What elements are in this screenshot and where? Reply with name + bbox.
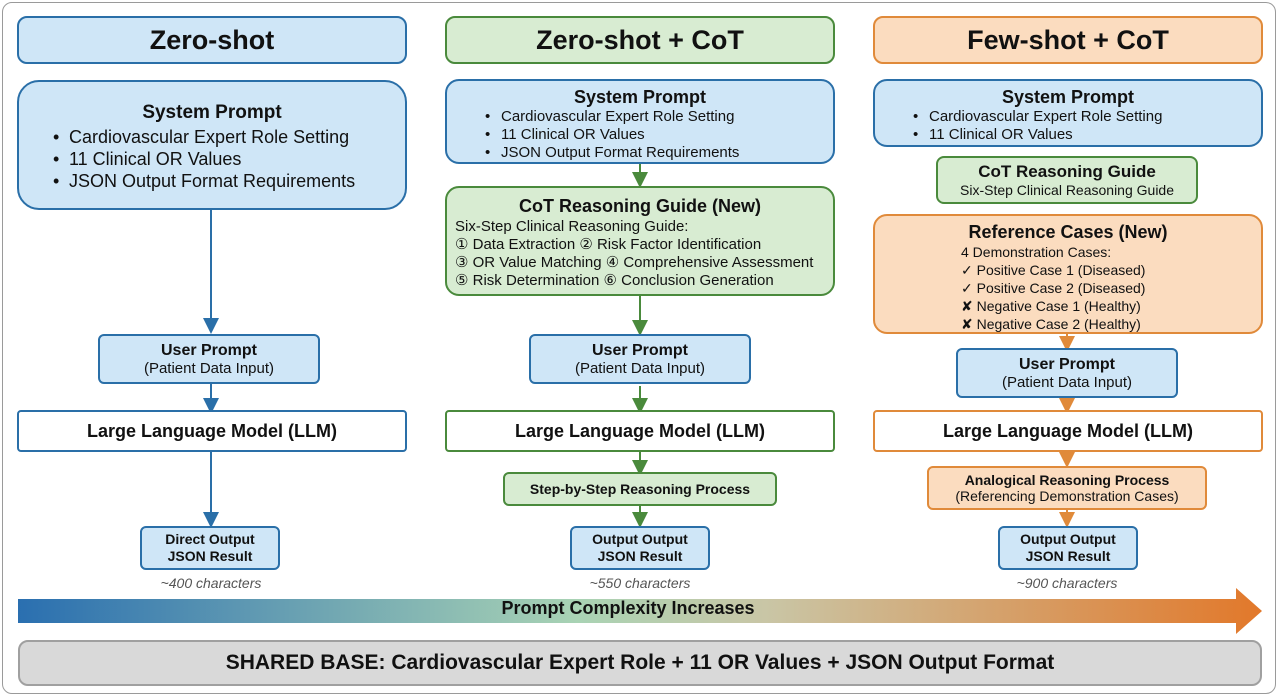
cot-guide-title: CoT Reasoning Guide [978,162,1156,181]
user-prompt-title: User Prompt [160,341,258,359]
output-line1: Output Output [1020,531,1116,547]
reference-cases-title: Reference Cases (New) [968,222,1168,242]
user-prompt-sub: (Patient Data Input) [143,359,275,377]
cot-guide-sub: Six-Step Clinical Reasoning Guide [960,182,1174,198]
output-few: Output Output JSON Result [998,526,1138,570]
output-line2: JSON Result [1025,548,1111,564]
system-prompt-title: System Prompt [573,87,707,107]
user-prompt-title: User Prompt [1018,355,1116,373]
chars-zero: ~400 characters [160,575,262,591]
reference-case: ✓ Positive Case 2 (Diseased) [961,280,1146,296]
header-zero-shot-cot: Zero-shot + CoT [445,16,835,64]
llm-few: Large Language Model (LLM) [873,410,1263,452]
system-prompt-cot: System Prompt Cardiovascular Expert Role… [445,79,835,164]
system-item: Cardiovascular Expert Role Setting [481,108,833,126]
system-item: Cardiovascular Expert Role Setting [909,108,1261,126]
user-prompt-few: User Prompt (Patient Data Input) [956,348,1178,398]
system-item: JSON Output Format Requirements [49,170,405,192]
analogical-title: Analogical Reasoning Process [964,472,1170,488]
cot-guide-cot: CoT Reasoning Guide (New) Six-Step Clini… [445,186,835,296]
system-prompt-zero: System Prompt Cardiovascular Expert Role… [17,80,407,210]
reference-case: ✘ Negative Case 2 (Healthy) [961,316,1141,332]
system-item: 11 Clinical OR Values [49,148,405,170]
user-prompt-cot: User Prompt (Patient Data Input) [529,334,751,384]
user-prompt-title: User Prompt [591,341,689,359]
chars-few: ~900 characters [1016,575,1118,591]
system-item: 11 Clinical OR Values [481,126,833,144]
cot-guide-line: ① Data Extraction ② Risk Factor Identifi… [455,236,762,253]
system-item: JSON Output Format Requirements [481,144,833,162]
output-line1: Direct Output [165,531,255,547]
cot-guide-intro: Six-Step Clinical Reasoning Guide: [455,218,689,235]
analogical-process: Analogical Reasoning Process (Referencin… [927,466,1207,510]
output-line2: JSON Result [167,548,253,564]
user-prompt-sub: (Patient Data Input) [1001,373,1133,391]
system-item: Cardiovascular Expert Role Setting [49,126,405,148]
reference-case: ✓ Positive Case 1 (Diseased) [961,262,1146,278]
header-zero-shot: Zero-shot [17,16,407,64]
output-line1: Output Output [592,531,688,547]
output-line2: JSON Result [597,548,683,564]
analogical-sub: (Referencing Demonstration Cases) [955,488,1179,504]
reference-case: ✘ Negative Case 1 (Healthy) [961,298,1141,314]
header-few-shot-cot: Few-shot + CoT [873,16,1263,64]
complexity-arrow [18,588,1262,634]
system-prompt-title: System Prompt [1001,87,1135,107]
system-prompt-title: System Prompt [142,102,282,123]
output-cot: Output Output JSON Result [570,526,710,570]
output-zero: Direct Output JSON Result [140,526,280,570]
user-prompt-sub: (Patient Data Input) [574,359,706,377]
cot-guide-line: ⑤ Risk Determination ⑥ Conclusion Genera… [455,272,774,289]
shared-base-banner: SHARED BASE: Cardiovascular Expert Role … [18,640,1262,686]
llm-zero: Large Language Model (LLM) [17,410,407,452]
cot-guide-line: ③ OR Value Matching ④ Comprehensive Asse… [455,254,814,271]
cot-guide-few: CoT Reasoning Guide Six-Step Clinical Re… [936,156,1198,204]
user-prompt-zero: User Prompt (Patient Data Input) [98,334,320,384]
chars-cot: ~550 characters [589,575,691,591]
llm-cot: Large Language Model (LLM) [445,410,835,452]
system-prompt-few: System Prompt Cardiovascular Expert Role… [873,79,1263,147]
system-item: 11 Clinical OR Values [909,126,1261,144]
step-by-step-process: Step-by-Step Reasoning Process [503,472,777,506]
cot-guide-title: CoT Reasoning Guide (New) [518,196,761,216]
reference-cases-intro: 4 Demonstration Cases: [961,244,1112,260]
reference-cases: Reference Cases (New) 4 Demonstration Ca… [873,214,1263,334]
complexity-label: Prompt Complexity Increases [501,598,755,618]
